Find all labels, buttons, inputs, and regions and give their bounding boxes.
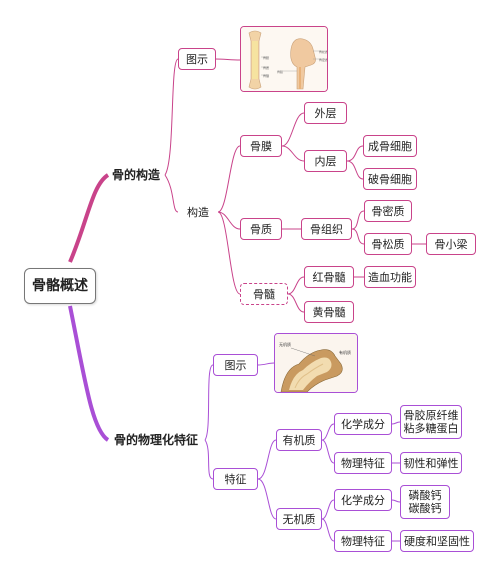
node-trabecula[interactable]: 骨小梁 — [426, 233, 476, 255]
node-red-marrow[interactable]: 红骨髓 — [304, 266, 354, 288]
node-figure-2[interactable]: 图示 — [213, 354, 258, 376]
svg-text:骨髓: 骨髓 — [263, 73, 269, 78]
node-periosteum[interactable]: 骨膜 — [240, 135, 282, 157]
node-organic-physical-value[interactable]: 韧性和弹性 — [400, 452, 462, 474]
node-organic[interactable]: 有机质 — [276, 429, 322, 451]
root-node[interactable]: 骨骼概述 — [24, 268, 96, 304]
figure-label-inorganic: 无机质 — [279, 341, 291, 347]
bone-section-illustration: 无机质 有机质 — [275, 334, 357, 392]
node-bone-marrow[interactable]: 骨髓 — [240, 283, 288, 305]
node-organic-chemical[interactable]: 化学成分 — [334, 413, 392, 435]
node-yellow-marrow[interactable]: 黄骨髓 — [304, 301, 354, 323]
branch2-links — [204, 362, 401, 542]
femur-illustration: 骨膜 骨质 骨髓 骨松质 骨密质 骨膜 — [241, 27, 328, 91]
svg-text:骨松质: 骨松质 — [319, 49, 328, 54]
bone-structure-image: 骨膜 骨质 骨髓 骨松质 骨密质 骨膜 — [240, 26, 328, 92]
node-inorganic-physical[interactable]: 物理特征 — [334, 530, 392, 552]
node-structure[interactable]: 构造 — [187, 205, 209, 219]
svg-text:骨膜: 骨膜 — [277, 69, 283, 74]
node-organic-physical[interactable]: 物理特征 — [334, 452, 392, 474]
node-inorganic-chemical[interactable]: 化学成分 — [334, 489, 392, 511]
node-inorganic[interactable]: 无机质 — [276, 508, 322, 530]
node-organic-chemical-value[interactable]: 骨胶原纤维 粘多糖蛋白 — [400, 405, 462, 439]
node-inorganic-physical-value[interactable]: 硬度和坚固性 — [400, 530, 474, 552]
svg-text:骨膜: 骨膜 — [263, 55, 269, 60]
branch1-links — [164, 58, 426, 313]
node-inorganic-chemical-value[interactable]: 磷酸钙 碳酸钙 — [400, 485, 450, 519]
node-compact-bone[interactable]: 骨密质 — [364, 200, 412, 222]
figure-label-organic: 有机质 — [339, 349, 351, 355]
svg-text:骨质: 骨质 — [263, 65, 269, 70]
trunk-branch1 — [68, 173, 110, 263]
node-osteoclast[interactable]: 破骨细胞 — [363, 168, 417, 190]
node-features[interactable]: 特征 — [213, 468, 258, 490]
svg-text:骨密质: 骨密质 — [319, 57, 328, 62]
node-figure-1[interactable]: 图示 — [178, 48, 216, 70]
branch-bone-structure[interactable]: 骨的构造 — [111, 167, 160, 182]
node-osteoblast[interactable]: 成骨细胞 — [363, 135, 417, 157]
node-hematopoiesis[interactable]: 造血功能 — [364, 266, 416, 288]
node-spongy-bone[interactable]: 骨松质 — [364, 233, 412, 255]
node-outer-layer[interactable]: 外层 — [304, 102, 347, 124]
node-inner-layer[interactable]: 内层 — [304, 150, 347, 172]
node-bone-tissue[interactable]: 骨组织 — [301, 218, 352, 240]
node-bone-substance[interactable]: 骨质 — [240, 218, 282, 240]
bone-physical-image: 无机质 有机质 — [274, 333, 358, 393]
branch-physicochemical[interactable]: 骨的物理化特征 — [113, 432, 198, 447]
trunk-branch2 — [68, 305, 110, 442]
